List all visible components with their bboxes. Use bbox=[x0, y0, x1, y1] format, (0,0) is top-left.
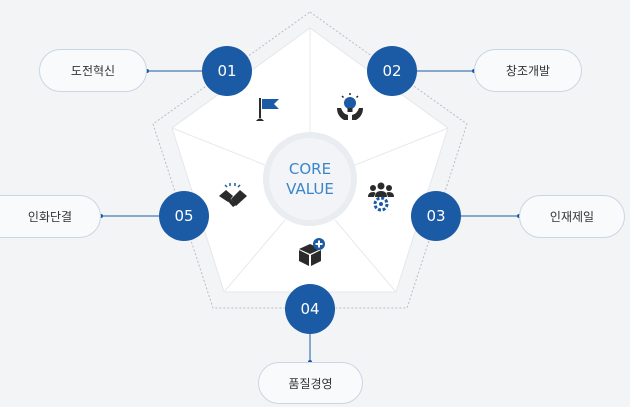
lightbulb-hands-icon bbox=[337, 93, 363, 120]
value-label-03[interactable]: 인재제일 bbox=[519, 195, 625, 238]
value-number-05[interactable]: 05 bbox=[159, 191, 209, 241]
flag-icon bbox=[256, 98, 279, 121]
value-label-04[interactable]: 품질경영 bbox=[258, 362, 363, 404]
core-value-center: CORE VALUE bbox=[263, 132, 357, 226]
value-number-03[interactable]: 03 bbox=[411, 191, 461, 241]
value-number-02[interactable]: 02 bbox=[367, 46, 417, 96]
value-number-04[interactable]: 04 bbox=[285, 284, 335, 334]
value-label-01[interactable]: 도전혁신 bbox=[39, 49, 147, 92]
value-label-02[interactable]: 창조개발 bbox=[474, 49, 582, 92]
core-title-line2: VALUE bbox=[286, 180, 334, 198]
box-plus-icon bbox=[299, 238, 325, 266]
core-title-line1: CORE bbox=[288, 160, 332, 178]
value-label-05[interactable]: 인화단결 bbox=[0, 195, 101, 238]
handshake-icon bbox=[219, 183, 247, 207]
value-number-01[interactable]: 01 bbox=[202, 46, 252, 96]
team-gear-icon bbox=[368, 182, 394, 212]
